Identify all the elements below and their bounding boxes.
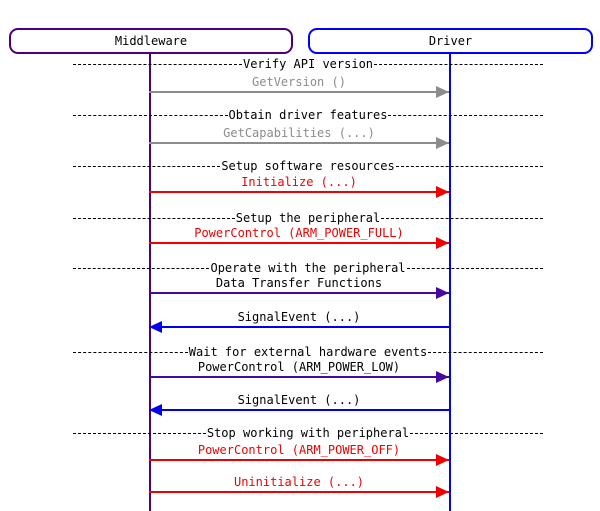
participant-driver: Driver [308, 28, 593, 54]
divider-dash [73, 351, 188, 353]
arrowhead-right-icon [436, 454, 449, 466]
message-label: GetCapabilities (...) [223, 126, 375, 140]
arrow-line [149, 237, 449, 249]
section-title: Stop working with peripheral [206, 426, 410, 440]
message-powercontrol-low: PowerControl (ARM_POWER_LOW) [149, 360, 449, 383]
message-label: Initialize (...) [241, 175, 357, 189]
section-title: Wait for external hardware events [188, 345, 428, 359]
arrowhead-right-icon [436, 486, 449, 498]
message-label: Uninitialize (...) [233, 475, 365, 489]
divider-dash [73, 432, 206, 434]
arrow-line [149, 321, 449, 333]
participant-label: Driver [428, 34, 473, 48]
message-uninitialize: Uninitialize (...) [149, 475, 449, 498]
arrow-line [149, 86, 449, 98]
arrowhead-left-icon [149, 321, 162, 333]
message-getcapabilities: GetCapabilities (...) [149, 126, 449, 149]
section-divider-wait-events: Wait for external hardware events [73, 345, 544, 359]
message-label: PowerControl (ARM_POWER_OFF) [197, 443, 401, 457]
arrowhead-right-icon [436, 137, 449, 149]
participant-middleware: Middleware [9, 28, 293, 54]
arrow-line [149, 486, 449, 498]
divider-dash [73, 114, 228, 116]
arrowhead-right-icon [436, 371, 449, 383]
arrowhead-left-icon [149, 404, 162, 416]
section-divider-obtain-features: Obtain driver features [73, 108, 544, 122]
divider-dash [374, 63, 544, 65]
message-label: GetVersion () [252, 75, 346, 89]
arrow-line [149, 287, 449, 299]
arrow-line [149, 371, 449, 383]
divider-dash [381, 217, 543, 219]
section-divider-setup-software: Setup software resources [73, 159, 544, 173]
message-label: PowerControl (ARM_POWER_FULL) [194, 226, 404, 240]
divider-dash [406, 267, 544, 269]
message-signalevent-1: SignalEvent (...) [149, 310, 449, 333]
section-divider-verify-api: Verify API version [73, 57, 544, 71]
section-title: Obtain driver features [228, 108, 388, 122]
message-powercontrol-full: PowerControl (ARM_POWER_FULL) [149, 226, 449, 249]
divider-dash [395, 165, 544, 167]
arrowhead-right-icon [436, 237, 449, 249]
section-title: Operate with the peripheral [210, 261, 406, 275]
divider-dash [73, 165, 221, 167]
section-title: Verify API version [242, 57, 374, 71]
section-title: Setup the peripheral [235, 211, 381, 225]
lifeline-middleware [149, 53, 151, 511]
divider-dash [73, 63, 242, 65]
arrow-line [149, 404, 449, 416]
arrow-line [149, 137, 449, 149]
message-getversion: GetVersion () [149, 75, 449, 98]
message-initialize: Initialize (...) [149, 175, 449, 198]
message-data-transfer: Data Transfer Functions [149, 276, 449, 299]
message-label: SignalEvent (...) [237, 310, 361, 324]
arrowhead-right-icon [436, 186, 449, 198]
arrow-line [149, 454, 449, 466]
arrowhead-right-icon [436, 287, 449, 299]
section-divider-setup-peripheral: Setup the peripheral [73, 211, 543, 225]
divider-dash [73, 217, 235, 219]
participant-label: Middleware [114, 34, 188, 48]
arrow-line [149, 186, 449, 198]
message-signalevent-2: SignalEvent (...) [149, 393, 449, 416]
message-powercontrol-off: PowerControl (ARM_POWER_OFF) [149, 443, 449, 466]
lifeline-driver [449, 53, 451, 511]
divider-dash [73, 267, 210, 269]
message-label: Data Transfer Functions [215, 276, 383, 290]
section-divider-stop-working: Stop working with peripheral [73, 426, 544, 440]
section-title: Setup software resources [221, 159, 395, 173]
section-divider-operate: Operate with the peripheral [73, 261, 544, 275]
divider-dash [428, 351, 544, 353]
message-label: PowerControl (ARM_POWER_LOW) [197, 360, 401, 374]
divider-dash [410, 432, 544, 434]
arrowhead-right-icon [436, 86, 449, 98]
message-label: SignalEvent (...) [237, 393, 361, 407]
divider-dash [388, 114, 544, 116]
